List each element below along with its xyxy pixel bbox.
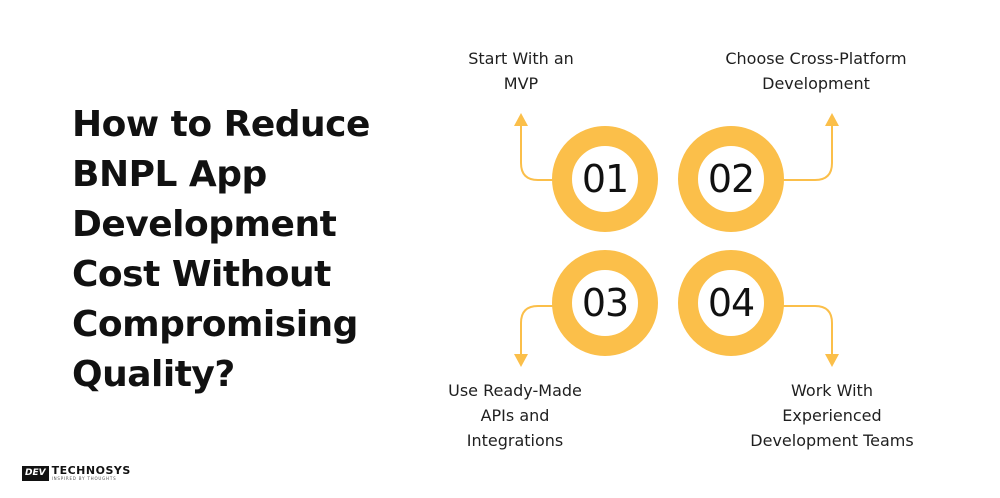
arrow-up-icon [782, 124, 833, 181]
arrow-down-icon [520, 305, 556, 356]
step-label-line: Start With an [468, 49, 574, 68]
title-line: Development [72, 204, 337, 245]
step-label-03: Use Ready-Made APIs and Integrations [430, 378, 600, 453]
step-label-04: Work With Experienced Development Teams [716, 378, 948, 453]
step-label-line: Use Ready-Made [448, 381, 582, 400]
arrow-down-icon [782, 305, 833, 356]
step-number: 02 [707, 157, 755, 201]
arrow-up-icon [520, 124, 556, 181]
step-label-02: Choose Cross-Platform Development [700, 46, 932, 96]
step-label-line: Choose Cross-Platform [725, 49, 907, 68]
step-number: 03 [581, 281, 629, 325]
title-line: How to Reduce [72, 104, 370, 145]
arrowhead-down-icon [514, 354, 528, 367]
title-line: Compromising [72, 304, 358, 345]
step-label-line: MVP [503, 74, 539, 93]
logo-text: TECHNOSYS INSPIRED BY THOUGHTS [52, 465, 131, 481]
step-circle-03: 03 [552, 250, 658, 356]
brand-logo: DEV TECHNOSYS INSPIRED BY THOUGHTS [22, 460, 142, 486]
step-label-line: Integrations [466, 431, 564, 450]
logo-tagline: INSPIRED BY THOUGHTS [51, 476, 117, 481]
step-number: 04 [707, 281, 755, 325]
step-number: 01 [581, 157, 629, 201]
step-circle-01: 01 [552, 126, 658, 232]
step-circle-02: 02 [678, 126, 784, 232]
title-line: Quality? [72, 354, 235, 395]
arrowhead-up-icon [825, 113, 839, 126]
logo-name: TECHNOSYS [51, 464, 131, 477]
title-line: BNPL App [72, 154, 267, 195]
step-label-line: Work With [791, 381, 873, 400]
step-label-01: Start With an MVP [436, 46, 606, 96]
step-label-line: Experienced [782, 406, 882, 425]
arrowhead-down-icon [825, 354, 839, 367]
step-circle-04: 04 [678, 250, 784, 356]
page-title: How to Reduce BNPL App Development Cost … [72, 100, 402, 400]
step-label-line: Development Teams [750, 431, 914, 450]
arrowhead-up-icon [514, 113, 528, 126]
step-label-line: APIs and [480, 406, 550, 425]
title-line: Cost Without [72, 254, 331, 295]
logo-badge: DEV [22, 465, 49, 481]
step-label-line: Development [762, 74, 870, 93]
